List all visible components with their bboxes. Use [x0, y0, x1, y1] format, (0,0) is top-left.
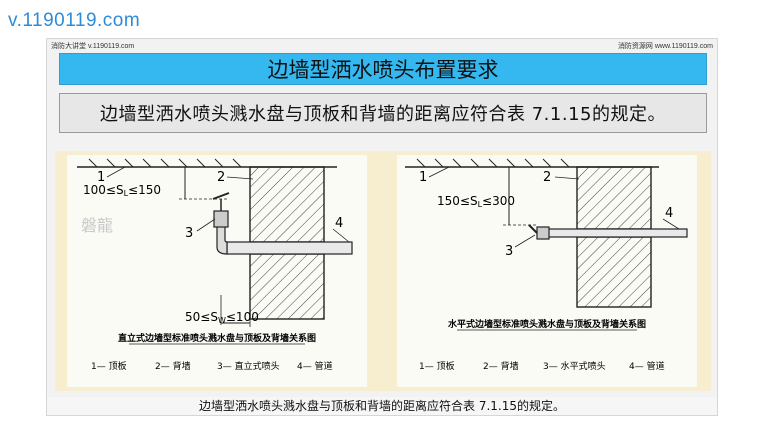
left-diagram: 1 2 3 4 100≤SL≤150 50≤SW≤100 磐龍 直立式边墙型标准… — [67, 155, 367, 387]
dim-top-label: 100≤SL≤150 — [83, 183, 161, 198]
leader-3 — [196, 218, 216, 232]
sprinkler-body — [213, 210, 229, 228]
right-diagram: 1 2 3 4 150≤SL≤300 水平式边墙型标准喷头溅水盘与顶板及背墙关系… — [397, 155, 697, 387]
legend-item-2: 2— 背墙 — [483, 360, 519, 372]
sprinkler-body — [536, 226, 550, 240]
label-3: 3 — [505, 244, 513, 259]
content-area: 1 2 3 4 100≤SL≤150 50≤SW≤100 磐龍 直立式边墙型标准… — [55, 151, 711, 391]
title-bar: 边墙型洒水喷头布置要求 — [59, 53, 707, 85]
label-2: 2 — [543, 170, 551, 185]
deflector — [528, 224, 538, 234]
back-wall-lower — [576, 236, 652, 308]
right-diagram-svg: 1 2 3 4 150≤SL≤300 水平式边墙型标准喷头溅水盘与顶板及背墙关系… — [405, 158, 688, 372]
subtitle-box: 边墙型洒水喷头溅水盘与顶板和背墙的距离应符合表 7.1.15的规定。 — [59, 93, 707, 133]
leader-2 — [554, 176, 580, 180]
logo-watermark: 磐龍 — [81, 216, 113, 235]
label-4: 4 — [335, 216, 343, 231]
legend-item-1: 1— 顶板 — [91, 360, 127, 372]
leader-2 — [226, 176, 254, 180]
footer-caption: 边墙型洒水喷头溅水盘与顶板和背墙的距离应符合表 7.1.15的规定。 — [47, 397, 717, 415]
leader-1 — [106, 166, 126, 178]
legend-item-4: 4— 管道 — [629, 360, 665, 372]
legend-item-4: 4— 管道 — [297, 360, 333, 372]
ceiling-hatch — [416, 158, 570, 168]
slide: 消防大讲堂 v.1190119.com 消防资源网 www.1190119.co… — [46, 38, 718, 416]
page-title: 边墙型洒水喷头布置要求 — [267, 58, 499, 82]
label-4: 4 — [665, 206, 673, 221]
pipe — [546, 228, 688, 238]
deflector — [212, 192, 230, 200]
left-diagram-caption: 直立式边墙型标准喷头溅水盘与顶板及背墙关系图 — [118, 332, 316, 344]
leader-3 — [514, 234, 536, 248]
dim-top-label: 150≤SL≤300 — [437, 194, 515, 209]
leader-4 — [332, 228, 350, 243]
label-2: 2 — [217, 170, 225, 185]
ceiling-hatch — [88, 158, 242, 168]
label-1: 1 — [97, 170, 105, 185]
pipe — [226, 241, 353, 255]
back-wall-upper — [249, 166, 325, 243]
legend-item-3: 3— 水平式喷头 — [543, 360, 606, 372]
back-wall-lower — [249, 253, 325, 320]
header-right-text: 消防资源网 www.1190119.com — [617, 43, 713, 50]
header-left-text: 消防大讲堂 v.1190119.com — [51, 43, 135, 50]
dim-bottom-label: 50≤SW≤100 — [185, 310, 259, 325]
label-1: 1 — [419, 170, 427, 185]
subtitle-text: 边墙型洒水喷头溅水盘与顶板和背墙的距离应符合表 7.1.15的规定。 — [100, 104, 666, 125]
leader-4 — [662, 218, 680, 230]
leader-1 — [428, 166, 450, 178]
elbow-fitting — [216, 224, 228, 255]
label-3: 3 — [185, 226, 193, 241]
legend-item-1: 1— 顶板 — [419, 360, 455, 372]
legend-item-3: 3— 直立式喷头 — [217, 360, 280, 372]
site-watermark: v.1190119.com — [8, 10, 141, 31]
back-wall-upper — [576, 166, 652, 230]
left-diagram-svg: 1 2 3 4 100≤SL≤150 50≤SW≤100 磐龍 直立式边墙型标准… — [77, 158, 353, 372]
right-diagram-caption: 水平式边墙型标准喷头溅水盘与顶板及背墙关系图 — [448, 318, 646, 330]
legend-item-2: 2— 背墙 — [155, 360, 191, 372]
